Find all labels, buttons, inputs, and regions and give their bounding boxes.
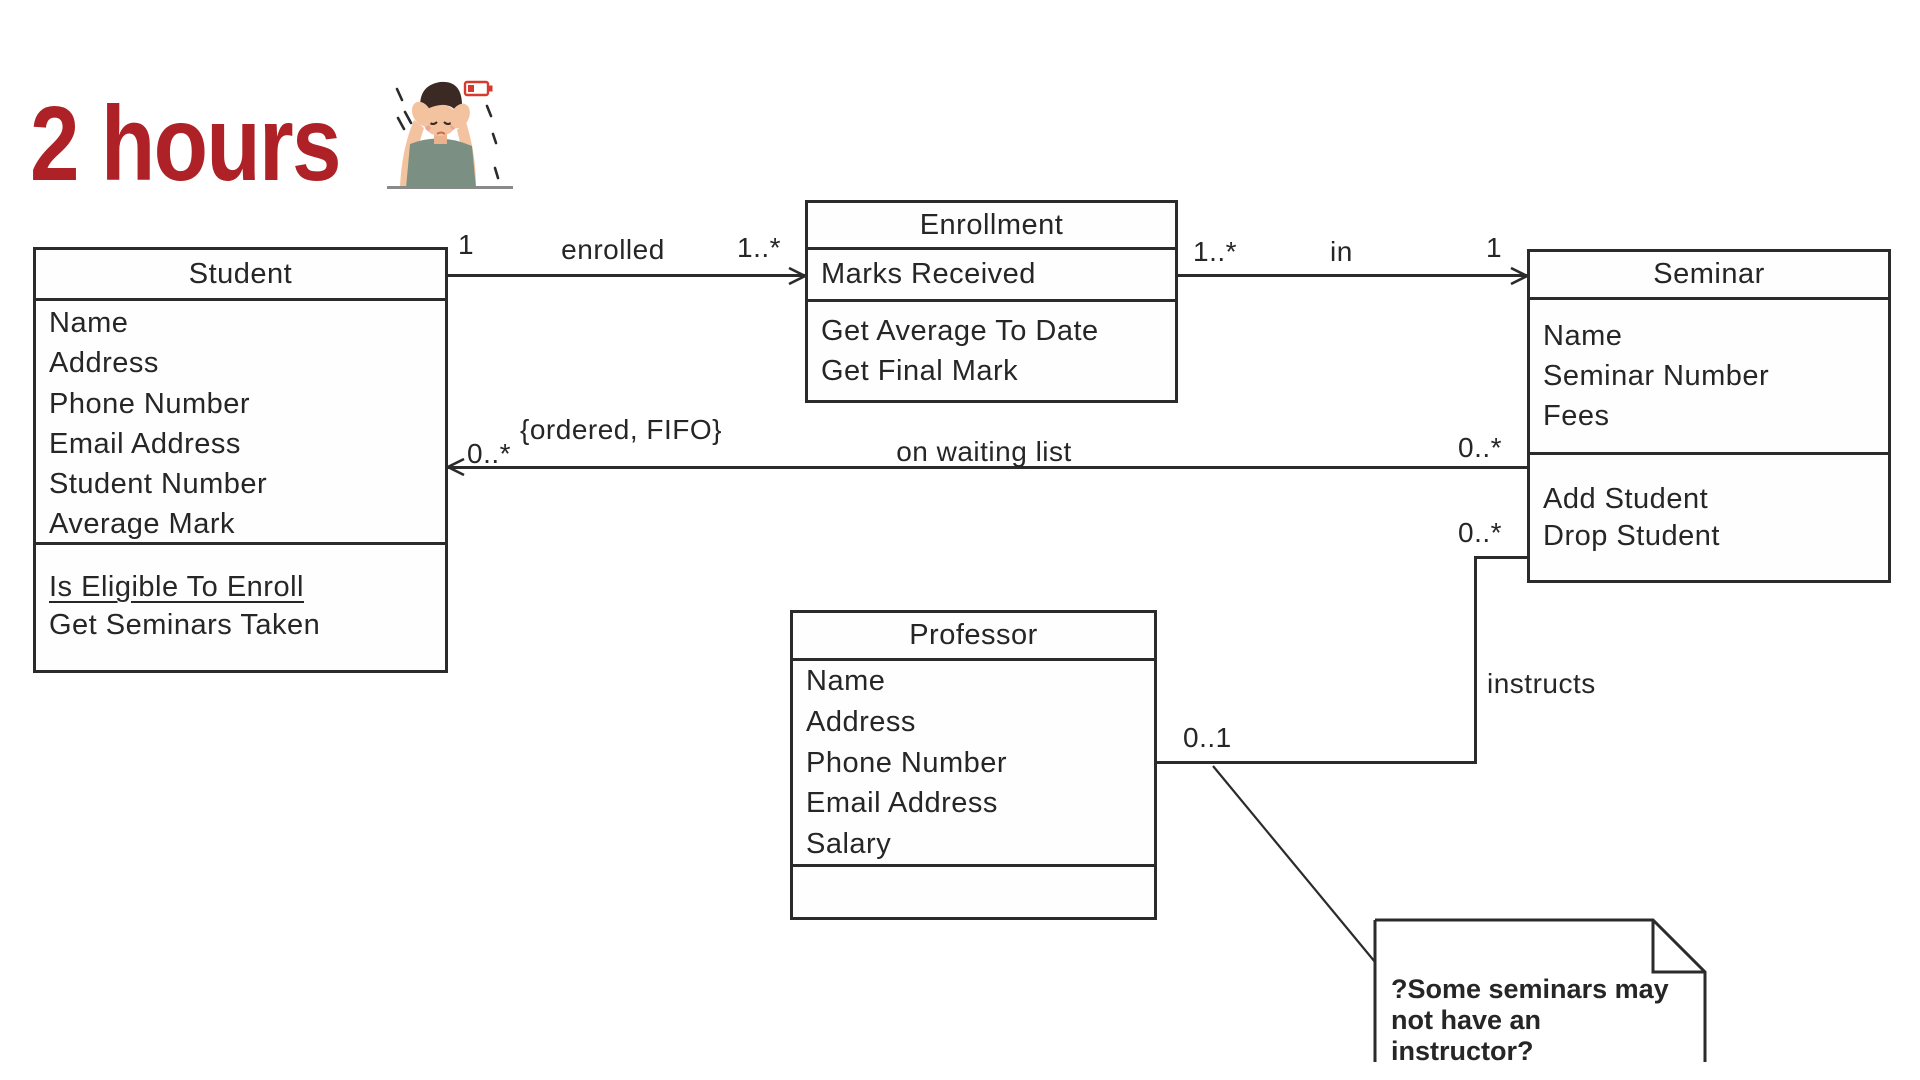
association-line-instructs-vertical-segment [1474, 556, 1477, 764]
class-attributes: Name Address Phone Number Email Address … [793, 661, 1154, 867]
multiplicity-seminar-waiting: 0..* [1458, 432, 1503, 463]
multiplicity-enrollment-in: 1..* [1193, 236, 1238, 267]
page-title: 2 hours [30, 85, 342, 203]
association-line-in [1178, 274, 1527, 277]
class-operations: Get Average To Date Get Final Mark [808, 302, 1175, 391]
operation: Add Student [1543, 483, 1709, 515]
association-name-in: in [1330, 236, 1353, 267]
multiplicity-seminar-in: 1 [1486, 232, 1503, 263]
association-line-instructs-seminar-segment [1474, 556, 1527, 559]
class-operations: Add Student Drop Student [1530, 455, 1888, 555]
attribute: Address [49, 347, 159, 380]
attribute: Average Mark [49, 508, 235, 541]
association-name-on-waiting-list: on waiting list [896, 436, 1072, 467]
multiplicity-professor-instructs: 0..1 [1183, 722, 1232, 753]
note-connector-line [1212, 765, 1376, 963]
attribute: Phone Number [49, 387, 251, 420]
arrowhead-right-icon [788, 266, 807, 286]
note-outline [1373, 918, 1707, 1062]
class-operations: Is Eligible To Enroll Get Seminars Taken [36, 545, 445, 644]
class-title: Enrollment [808, 203, 1175, 250]
operation: Get Average To Date [821, 315, 1099, 347]
operation: Is Eligible To Enroll [49, 571, 304, 603]
uml-note: ?Some seminars may not have an instructo… [1373, 918, 1713, 1062]
uml-class-student: Student Name Address Phone Number Email … [33, 247, 448, 673]
stress-marks-icon [395, 87, 500, 180]
class-attributes: Marks Received [808, 250, 1175, 302]
uml-class-enrollment: Enrollment Marks Received Get Average To… [805, 200, 1178, 403]
attribute: Address [806, 705, 916, 738]
attribute: Name [1543, 320, 1623, 352]
uml-class-professor: Professor Name Address Phone Number Emai… [790, 610, 1157, 920]
attribute: Marks Received [821, 258, 1036, 290]
association-line-instructs-professor-segment [1157, 761, 1477, 764]
class-attributes: Name Address Phone Number Email Address … [36, 301, 445, 545]
arrowhead-left-icon [446, 457, 465, 477]
multiplicity-seminar-instructs: 0..* [1458, 517, 1503, 548]
attribute: Name [49, 307, 129, 339]
attribute: Email Address [806, 787, 998, 820]
arrowhead-right-icon [1510, 266, 1529, 286]
class-attributes: Name Seminar Number Fees [1530, 300, 1888, 455]
stressed-person-illustration [387, 80, 513, 189]
association-name-instructs: instructs [1487, 668, 1596, 699]
attribute: Name [806, 665, 886, 697]
low-battery-icon [463, 80, 493, 97]
class-title: Seminar [1530, 252, 1888, 300]
association-line-on-waiting-list [448, 466, 1527, 469]
class-title: Student [36, 250, 445, 301]
person-figure [400, 81, 476, 188]
multiplicity-enrollment-enrolled: 1..* [737, 232, 782, 263]
constraint-ordered-fifo: {ordered, FIFO} [520, 414, 723, 445]
attribute: Phone Number [806, 746, 1008, 779]
multiplicity-student-waiting: 0..* [467, 438, 512, 469]
attribute: Fees [1543, 400, 1610, 432]
note-text: ?Some seminars may not have an instructo… [1391, 974, 1669, 1062]
attribute: Email Address [49, 427, 241, 460]
class-title: Professor [793, 613, 1154, 661]
operation: Get Final Mark [821, 355, 1019, 387]
operation: Drop Student [1543, 520, 1720, 552]
attribute: Seminar Number [1543, 360, 1770, 392]
attribute: Salary [806, 828, 892, 861]
operation: Get Seminars Taken [49, 609, 321, 641]
association-line-enrolled [448, 274, 805, 277]
association-name-enrolled: enrolled [561, 234, 665, 265]
multiplicity-student-enrolled: 1 [458, 229, 475, 260]
uml-class-seminar: Seminar Name Seminar Number Fees Add Stu… [1527, 249, 1891, 583]
attribute: Student Number [49, 468, 268, 501]
